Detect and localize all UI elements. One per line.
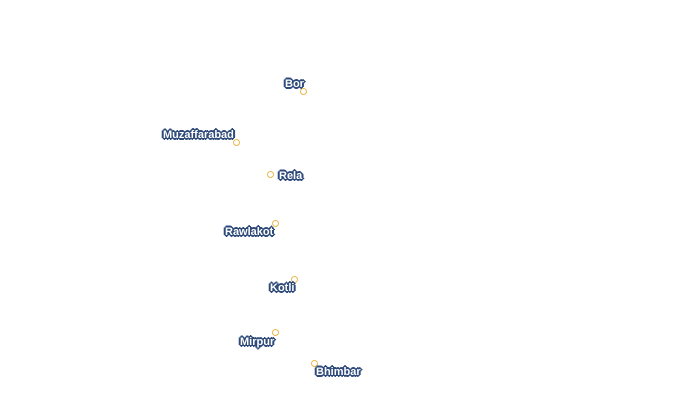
place-marker-rawlakot[interactable] [272,220,279,227]
place-label-kotli: Kotli [270,282,295,294]
place-marker-kotli[interactable] [291,276,298,283]
place-marker-muzaffarabad[interactable] [233,139,240,146]
place-label-muzaffarabad: Muzaffarabad [163,129,234,141]
place-label-bor: Bor [285,78,304,90]
place-marker-bhimbar[interactable] [311,360,318,367]
place-marker-rela[interactable] [267,171,274,178]
place-label-bhimbar: Bhimbar [316,366,361,378]
place-marker-mirpur[interactable] [272,329,279,336]
place-marker-bor[interactable] [300,88,307,95]
place-label-mirpur: Mirpur [240,336,275,348]
place-label-rela: Rela [279,170,303,182]
place-label-rawlakot: Rawlakot [225,226,274,238]
